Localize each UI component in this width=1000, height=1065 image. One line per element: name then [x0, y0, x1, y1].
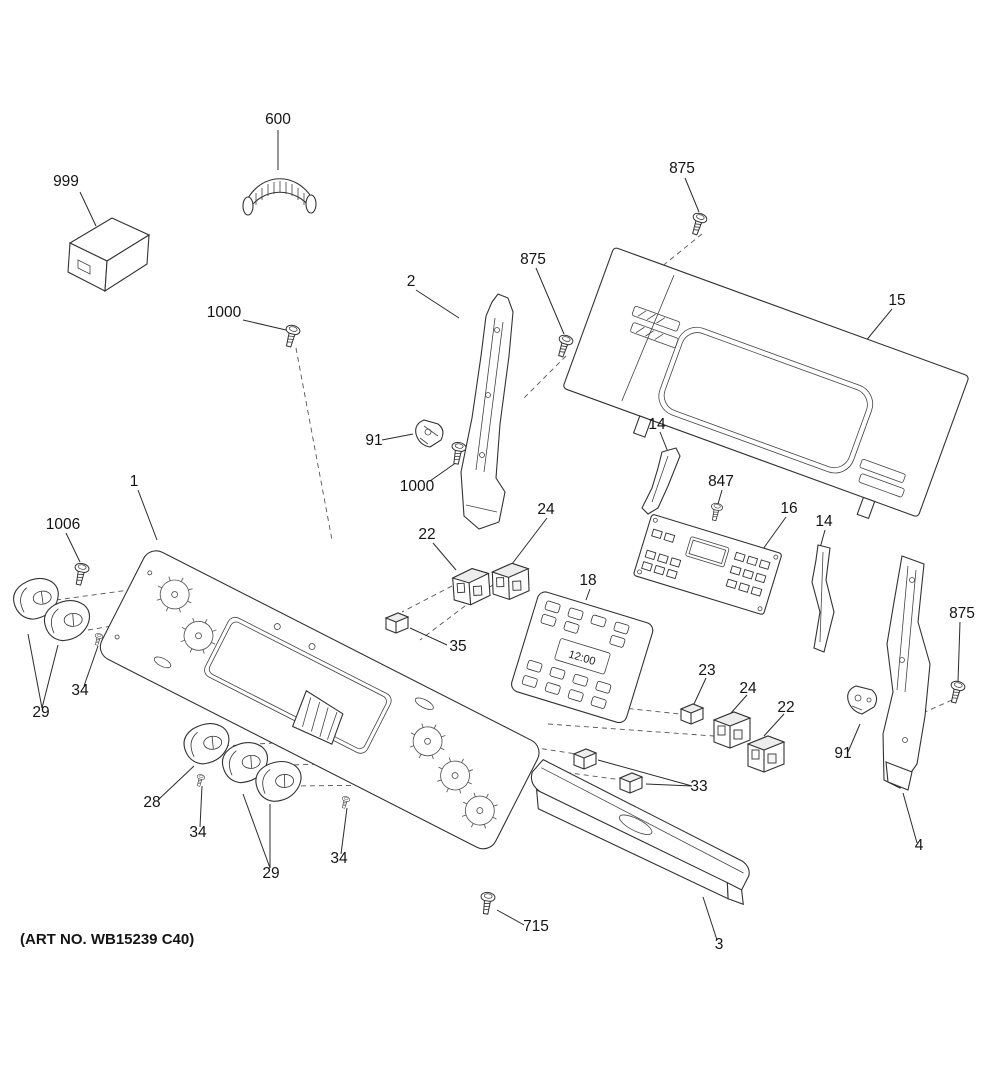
callout-999: 999: [53, 173, 79, 190]
part-main-control-panel: [99, 550, 540, 850]
part-control-board: [633, 514, 782, 615]
callout-1000-top: 1000: [207, 304, 242, 321]
part-literature-box: [67, 217, 151, 293]
callout-28: 28: [143, 794, 160, 811]
callout-91-right: 91: [834, 745, 851, 762]
callout-3: 3: [715, 936, 724, 953]
callout-34-c: 34: [330, 850, 348, 867]
clip-23: [680, 703, 704, 725]
callout-34-a: 34: [71, 682, 89, 699]
callout-29-bottom: 29: [262, 865, 279, 882]
callout-875-left: 875: [520, 251, 546, 268]
callout-1000-bracket: 1000: [400, 478, 435, 495]
callout-34-b: 34: [189, 824, 207, 841]
callout-15: 15: [888, 292, 905, 309]
callout-35: 35: [449, 638, 466, 655]
clip-33-a: [573, 748, 597, 770]
callout-labels: 999 600 1000 2 875 875 15 91 1000 14 847…: [32, 111, 975, 953]
callout-4: 4: [915, 837, 924, 854]
screw-875-top: [687, 211, 709, 237]
part-membrane-keypad: 12:00: [511, 591, 654, 724]
clip-33-b: [619, 772, 643, 794]
switch-24-bottom: [713, 711, 751, 749]
part-right-side-bracket: [882, 555, 931, 791]
callout-91-left: 91: [365, 432, 382, 449]
clip-35: [385, 612, 409, 634]
callout-14-left: 14: [648, 416, 666, 433]
callout-24-bottom: 24: [739, 680, 757, 697]
callout-33: 33: [690, 778, 707, 795]
callout-1006: 1006: [46, 516, 80, 533]
screw-847: [708, 501, 724, 522]
part-wire-bracket-left: [641, 447, 681, 515]
part-ribbon-cable: [242, 178, 317, 216]
callout-24-top: 24: [537, 501, 555, 518]
part-wire-bracket-right: [811, 544, 835, 653]
callout-29-left: 29: [32, 704, 49, 721]
screw-1000-top: [281, 323, 302, 349]
screw-1006: [71, 561, 91, 587]
leader-lines: [27, 130, 961, 941]
part-left-side-bracket: [460, 293, 514, 530]
callout-23: 23: [698, 662, 715, 679]
callout-847: 847: [708, 473, 734, 490]
callout-2: 2: [407, 273, 416, 290]
callout-16: 16: [780, 500, 797, 517]
switch-22-top: [451, 566, 492, 607]
callout-22-top: 22: [418, 526, 435, 543]
callout-875-top: 875: [669, 160, 695, 177]
part-hinge-bracket-left: [415, 419, 444, 448]
part-lower-trim: [530, 758, 750, 906]
callout-875-right: 875: [949, 605, 975, 622]
screw-875-left: [553, 333, 575, 359]
screw-34-c: [339, 795, 351, 810]
screw-715: [478, 891, 497, 916]
switch-22-bottom: [747, 735, 785, 773]
callout-22-bottom: 22: [777, 699, 794, 716]
callout-715: 715: [523, 918, 549, 935]
part-rear-panel: [563, 247, 969, 520]
art-number: (ART NO. WB15239 C40): [20, 931, 194, 948]
panel-window-bracket: [291, 689, 344, 745]
callout-18: 18: [579, 572, 596, 589]
callout-14-right: 14: [815, 513, 833, 530]
callout-1: 1: [130, 473, 139, 490]
switch-24-top: [491, 562, 530, 601]
part-hinge-bracket-right: [847, 685, 878, 715]
callout-600: 600: [265, 111, 291, 128]
screw-34-b: [194, 773, 206, 788]
